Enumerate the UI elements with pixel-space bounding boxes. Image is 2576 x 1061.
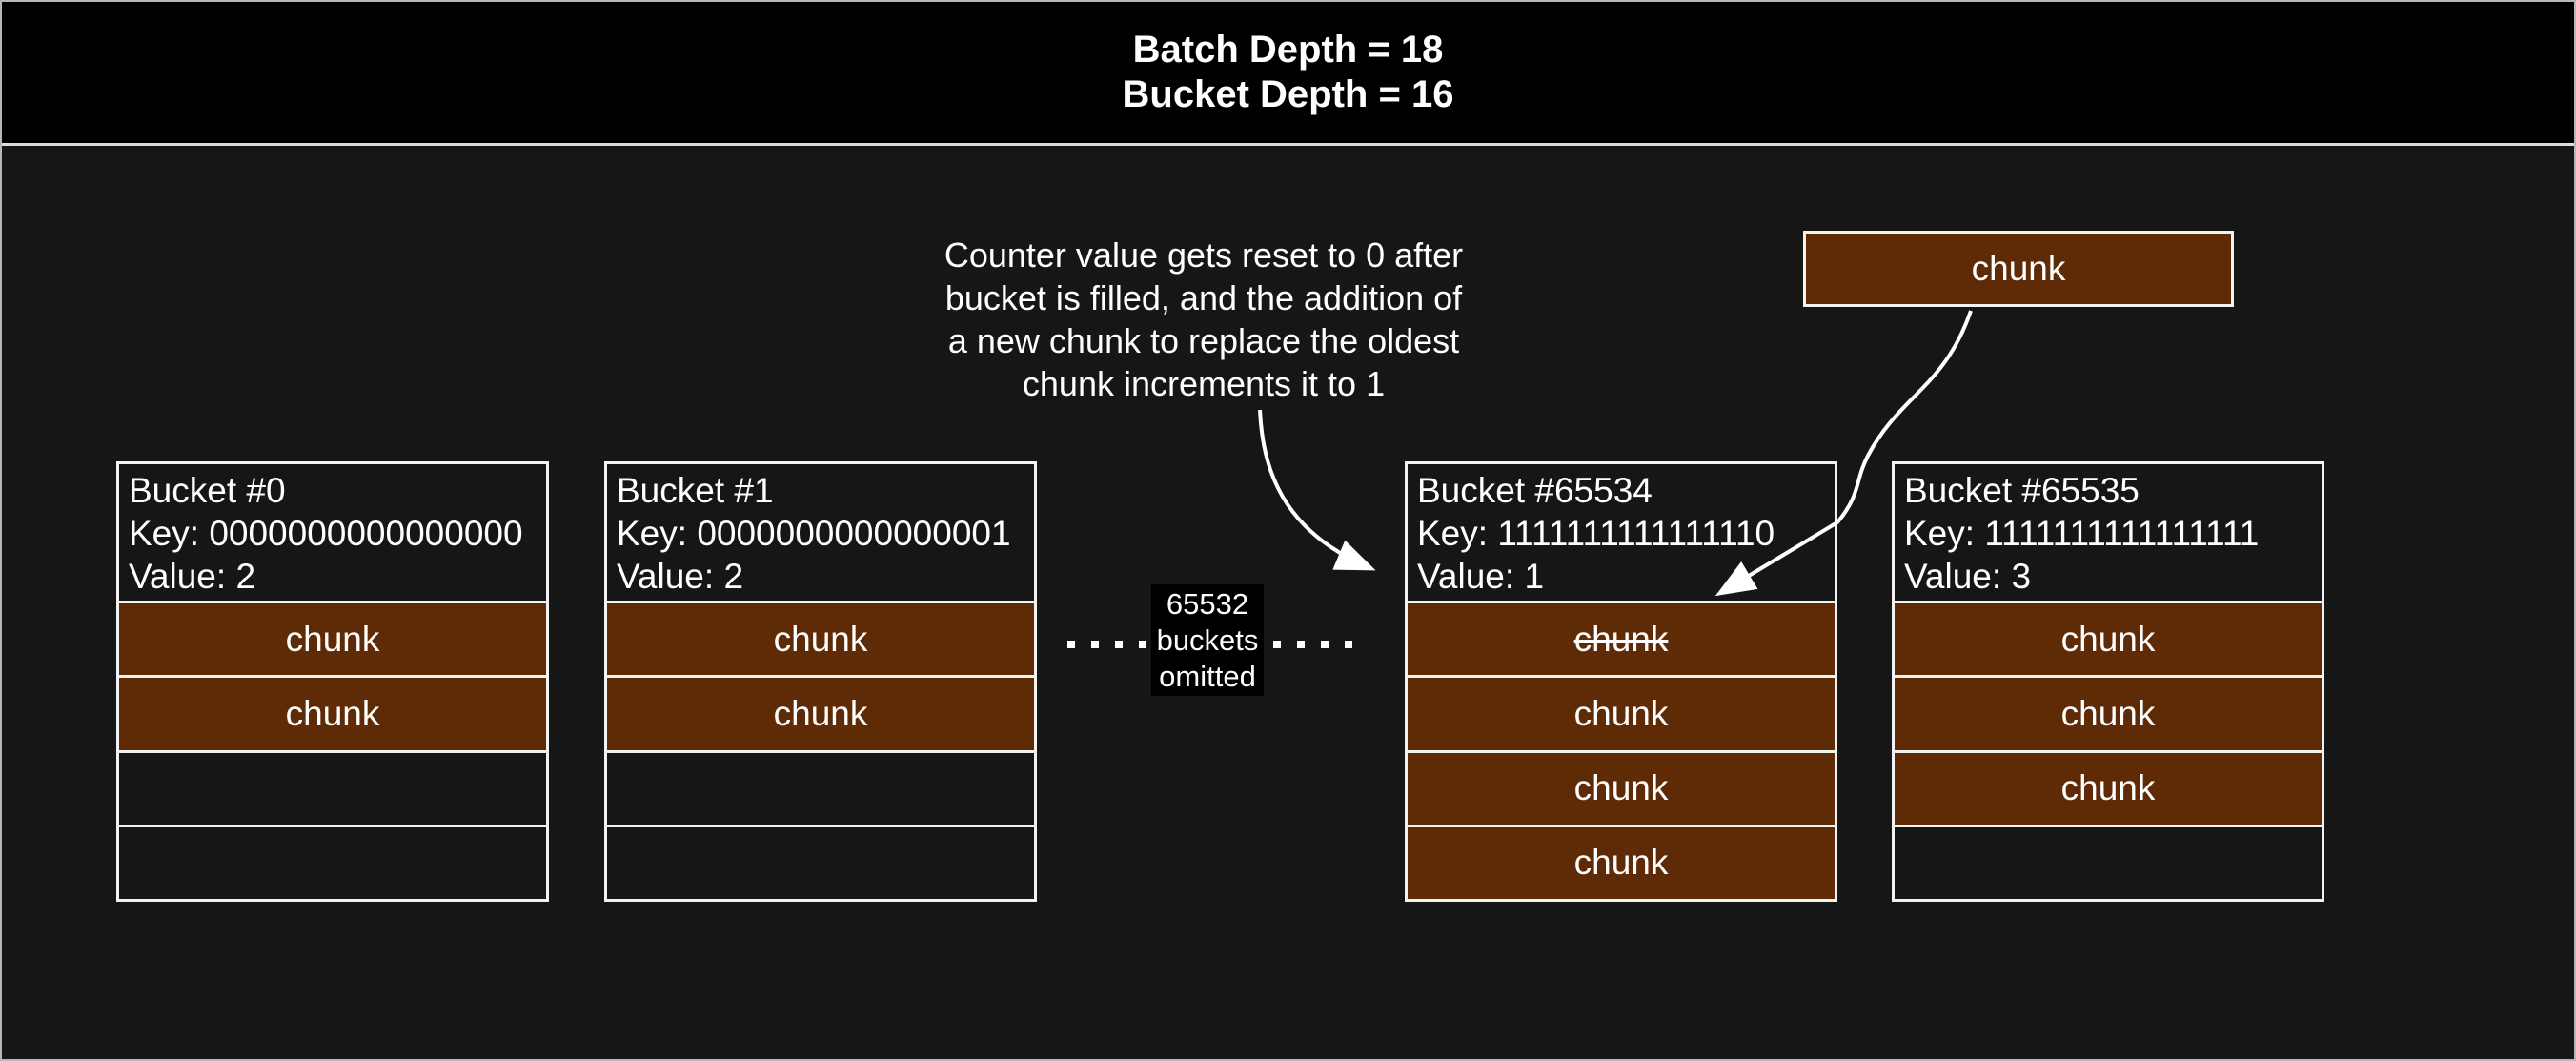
bucket-value: Value: 1 — [1417, 557, 1545, 596]
bucket-slot: chunk — [607, 675, 1034, 750]
bucket-0-header: Bucket #0 Key: 0000000000000000 Value: 2 — [119, 464, 546, 601]
bucket-0: Bucket #0 Key: 0000000000000000 Value: 2… — [116, 461, 549, 902]
title-batch-depth: Batch Depth = 18 — [1132, 29, 1444, 71]
bucket-slot: chunk — [1408, 749, 1835, 825]
bucket-key: Key: 1111111111111111 — [1904, 514, 2260, 553]
counter-annotation: Counter value gets reset to 0 after buck… — [822, 234, 1585, 405]
annotation-line: Counter value gets reset to 0 after — [943, 235, 1464, 275]
omission-dots-left — [1067, 641, 1146, 648]
omission-dots-right — [1273, 641, 1352, 648]
incoming-chunk-label: chunk — [1971, 249, 2066, 288]
bucket-slot — [1895, 824, 2322, 899]
bucket-slot-evicted: chunk — [1408, 601, 1835, 676]
bucket-1: Bucket #1 Key: 0000000000000001 Value: 2… — [604, 461, 1037, 902]
annotation-line: bucket is filled, and the addition of — [944, 278, 1463, 317]
bucket-key: Key: 1111111111111110 — [1417, 514, 1775, 553]
annotation-line: chunk increments it to 1 — [1022, 364, 1386, 403]
bucket-value: Value: 2 — [129, 557, 256, 596]
bucket-slot — [607, 824, 1034, 899]
bucket-slot: chunk — [1408, 675, 1835, 750]
bucket-title: Bucket #65534 — [1417, 471, 1653, 510]
bucket-slot — [119, 749, 546, 825]
bucket-65535: Bucket #65535 Key: 1111111111111111 Valu… — [1892, 461, 2324, 902]
bucket-65534-header: Bucket #65534 Key: 1111111111111110 Valu… — [1408, 464, 1835, 601]
bucket-slot: chunk — [119, 601, 546, 676]
bucket-title: Bucket #65535 — [1904, 471, 2140, 510]
bucket-value: Value: 3 — [1904, 557, 2032, 596]
bucket-value: Value: 2 — [617, 557, 744, 596]
title-bar: Batch Depth = 18 Bucket Depth = 16 — [2, 2, 2574, 146]
omitted-buckets-label: 65532 buckets omitted — [1151, 584, 1264, 696]
bucket-1-header: Bucket #1 Key: 0000000000000001 Value: 2 — [607, 464, 1034, 601]
bucket-key: Key: 0000000000000000 — [129, 514, 523, 553]
bucket-key: Key: 0000000000000001 — [617, 514, 1011, 553]
bucket-slot — [607, 749, 1034, 825]
bucket-slot: chunk — [119, 675, 546, 750]
annotation-line: a new chunk to replace the oldest — [947, 321, 1460, 360]
incoming-chunk-box: chunk — [1803, 231, 2234, 307]
bucket-slot: chunk — [1895, 749, 2322, 825]
bucket-title: Bucket #0 — [129, 471, 286, 510]
bucket-65535-header: Bucket #65535 Key: 1111111111111111 Valu… — [1895, 464, 2322, 601]
title-bucket-depth: Bucket Depth = 16 — [1122, 73, 1454, 115]
bucket-65534: Bucket #65534 Key: 1111111111111110 Valu… — [1405, 461, 1837, 902]
bucket-slot: chunk — [1895, 601, 2322, 676]
bucket-title: Bucket #1 — [617, 471, 774, 510]
bucket-slot: chunk — [1408, 824, 1835, 899]
bucket-slot: chunk — [1895, 675, 2322, 750]
bucket-slot: chunk — [607, 601, 1034, 676]
bucket-slot — [119, 824, 546, 899]
annotation-arrow — [1258, 409, 1376, 571]
